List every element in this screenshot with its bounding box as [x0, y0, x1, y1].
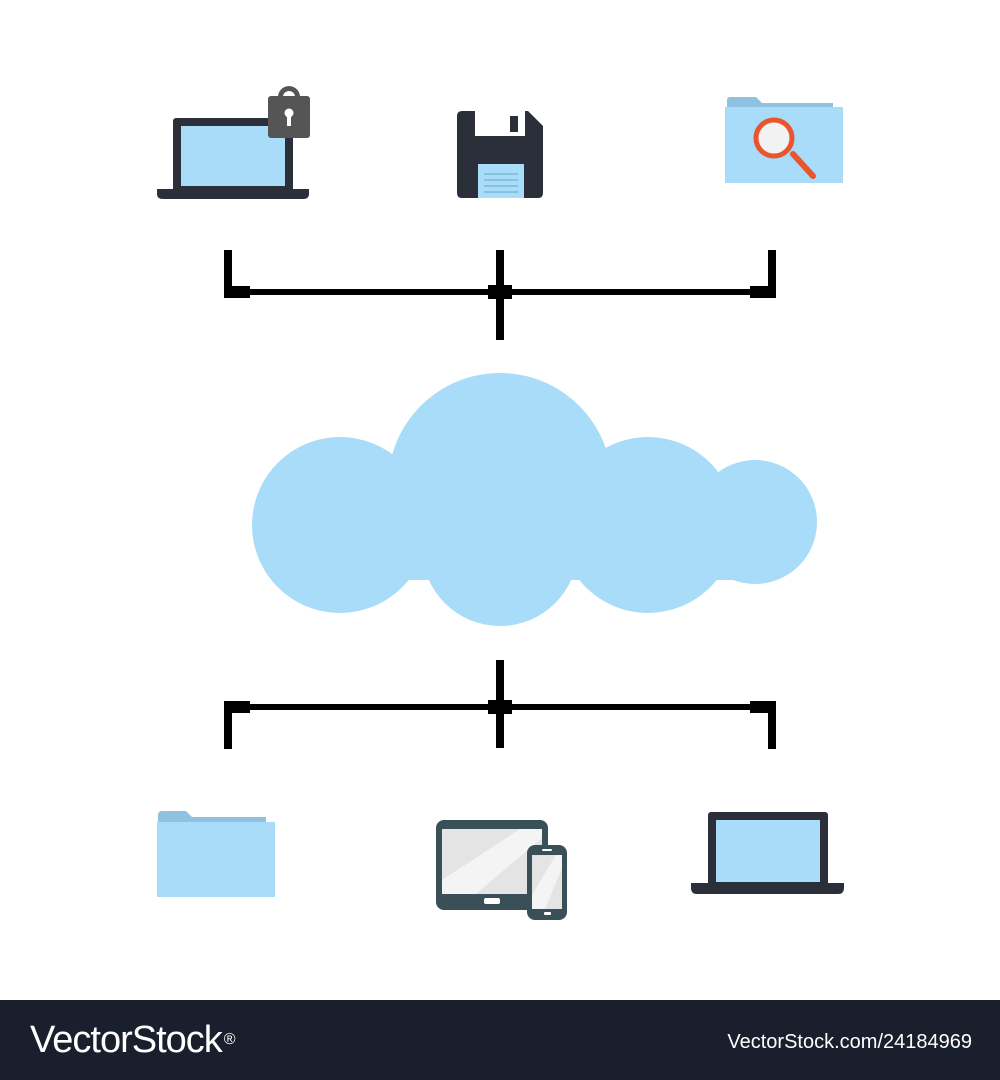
watermark-footer: VectorStock® VectorStock.com/24184969: [0, 1000, 1000, 1080]
floppy-disk-icon: [457, 111, 543, 198]
folder-icon: [157, 811, 275, 897]
registered-mark: ®: [223, 1031, 236, 1048]
cloud-network-diagram: [157, 86, 844, 920]
brand-name: VectorStock: [30, 1019, 223, 1061]
cloud-icon: [252, 373, 817, 626]
bottom-connector: [224, 660, 776, 749]
laptop-icon: [691, 812, 844, 894]
image-id-text: VectorStock.com/24184969: [727, 1031, 972, 1053]
laptop-lock-icon: [157, 86, 310, 199]
folder-search-icon: [725, 97, 843, 183]
top-connector: [224, 250, 776, 340]
tablet-phone-icon: [436, 820, 567, 920]
brand-logo: VectorStock®: [30, 1016, 236, 1064]
